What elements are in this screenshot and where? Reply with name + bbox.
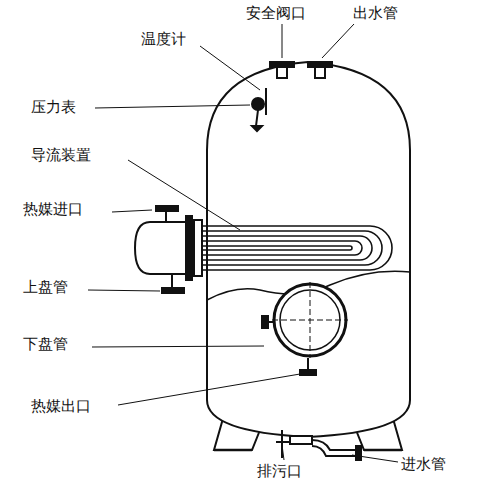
part-label: 排污口: [256, 462, 303, 480]
leader-lines: [88, 24, 398, 462]
u-tube: [202, 241, 362, 255]
u-tube: [202, 231, 382, 265]
part-label: 进水管: [400, 455, 447, 473]
part-label: 温度计: [140, 30, 187, 48]
part-label: 热媒出口: [30, 397, 92, 415]
gauges: [252, 88, 266, 131]
part-label: 热媒进口: [22, 200, 84, 218]
u-tube: [202, 246, 352, 250]
top-fittings: [270, 62, 332, 78]
part-label: 上盘管: [22, 278, 69, 296]
drain-inlet: [276, 430, 361, 460]
part-label: 压力表: [30, 98, 77, 116]
part-label: 导流装置: [30, 146, 92, 164]
exchanger-head: [135, 206, 202, 293]
part-label: 出水管: [352, 4, 399, 22]
u-tube-bundle: [202, 226, 392, 270]
part-label: 安全阀口: [245, 4, 307, 22]
heat-medium-outlet: [300, 358, 316, 375]
part-label: 下盘管: [22, 335, 69, 353]
u-tube: [202, 226, 392, 270]
manway: [262, 282, 348, 358]
u-tube: [202, 236, 372, 260]
